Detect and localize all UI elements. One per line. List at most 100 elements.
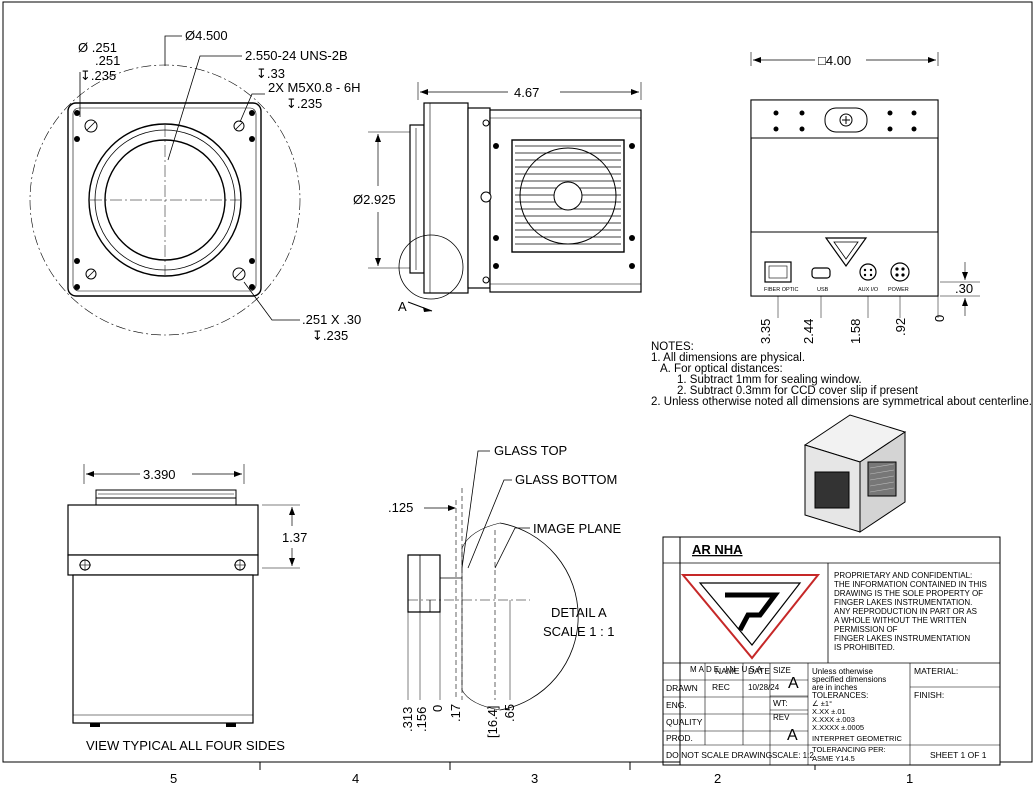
size-label: SIZE [773,666,791,675]
screw-icon [249,136,255,142]
dim-30: .30 [955,281,973,296]
detail-circle [398,234,464,300]
detail-title: DETAIL A [551,605,607,620]
usb-port-icon [811,267,831,279]
screw-icon [887,110,893,116]
drawn-name: REC [712,682,730,692]
mount-hole-icon [87,270,95,278]
interpret-line: INTERPRET GEOMETRIC [812,734,902,743]
screw-icon [799,126,805,132]
leader-line [243,281,300,321]
arrow-icon [375,258,381,266]
lens-ring [409,124,425,274]
do-not-scale: DO NOT SCALE DRAWING [666,750,772,760]
dim-164: [16.4] [485,705,500,738]
fan-hub-icon [553,181,583,211]
leader-line [164,35,182,66]
proprietary-line: A WHOLE WITHOUT THE WRITTEN [834,616,967,625]
units-line: Unless otherwise [812,667,873,676]
tolerance-line: X.XXX ±.003 [812,715,855,724]
notes-heading: NOTES: [651,341,694,353]
dim-17: .17 [448,704,463,722]
dim-zero: 0 [430,705,445,712]
iso-lens [814,471,850,509]
arrow-icon [289,507,295,515]
arrow-icon [420,89,428,95]
hole-depth-label: ↧.235 [80,68,116,83]
connector-label: USB [817,287,829,293]
screw-icon [74,110,80,116]
zone-number: 3 [531,771,538,786]
arrow-icon [962,272,968,280]
row-prod: PROD. [666,733,693,743]
row-drawn: DRAWN [666,683,698,693]
mount-hole-icon [234,269,244,279]
screw-icon [74,258,80,264]
screw-icon [249,110,255,116]
leader-line [239,93,265,123]
arrow-icon [631,89,639,95]
screw-icon [493,143,499,149]
zone-number: 1 [906,771,913,786]
title-block: AR NHA MADE IN USA PROPRIETARY AND CONFI… [662,536,1001,766]
fan-icon [519,147,617,245]
dim-335: 3.35 [758,319,773,344]
camera-body [72,574,254,724]
screw-icon [773,110,779,116]
sheet-border [2,1,1033,763]
screw-callout: 2X M5X0.8 - 6H [268,80,361,95]
col-date: DATE [748,666,770,676]
dim-125: .125 [388,500,413,515]
front-flange-inner [72,107,257,292]
dim-0: 0 [932,315,947,322]
arrow-icon [375,134,381,142]
detail-boundary [499,522,579,711]
height-label: 1.37 [282,530,307,545]
note-line: 1. Subtract 1mm for sealing window. [677,374,862,386]
screw-icon [74,284,80,290]
arrow-icon [962,298,968,306]
arrow-icon [86,471,94,477]
image-plane-label: IMAGE PLANE [533,521,621,536]
glass-bottom-label: GLASS BOTTOM [515,472,617,487]
proprietary-line: FINGER LAKES INSTRUMENTATION [834,634,970,643]
iso-fan-grille [867,461,897,497]
screw-icon [911,110,917,116]
diameter-label: Ø2.925 [353,192,396,207]
screw-icon [629,143,635,149]
side-view: 4.67 [353,82,642,314]
hole-dia-label: .251 [95,53,120,68]
arrow-icon [289,558,295,566]
row-eng: ENG. [666,700,687,710]
foot-icon [226,723,236,727]
zone-number: 2 [714,771,721,786]
zone-number: 5 [170,771,177,786]
screw-icon [249,284,255,290]
screw-icon [887,126,893,132]
mount-hole-icon [86,121,96,131]
note-line: 2. Unless otherwise noted all dimensions… [651,396,1032,408]
screw-depth-label: ↧.235 [286,96,322,111]
wt-label: WT: [773,698,788,708]
scale-value: SCALE: 1:2 [772,751,814,760]
front-flange-side [423,102,469,294]
screw-icon [629,235,635,241]
screw-icon [482,276,490,284]
note-line: A. For optical distances: [660,363,783,375]
company-logo-icon [680,574,821,660]
arrow-icon [448,505,456,511]
fiber-optic-port-icon [764,261,792,283]
leader-line [461,450,490,569]
connector-label: FIBER OPTIC [764,287,799,293]
bolt-circle-label: Ø4.500 [185,28,228,43]
screw-icon [249,258,255,264]
detail-marker: A [398,299,407,314]
isometric-view [803,414,907,533]
finish-label: FINISH: [914,690,944,700]
drawn-date: 10/28/24 [748,683,780,692]
material-label: MATERIAL: [914,666,958,676]
dim-158: 1.58 [848,319,863,344]
flange-block [67,504,259,556]
lens-window [407,554,441,613]
